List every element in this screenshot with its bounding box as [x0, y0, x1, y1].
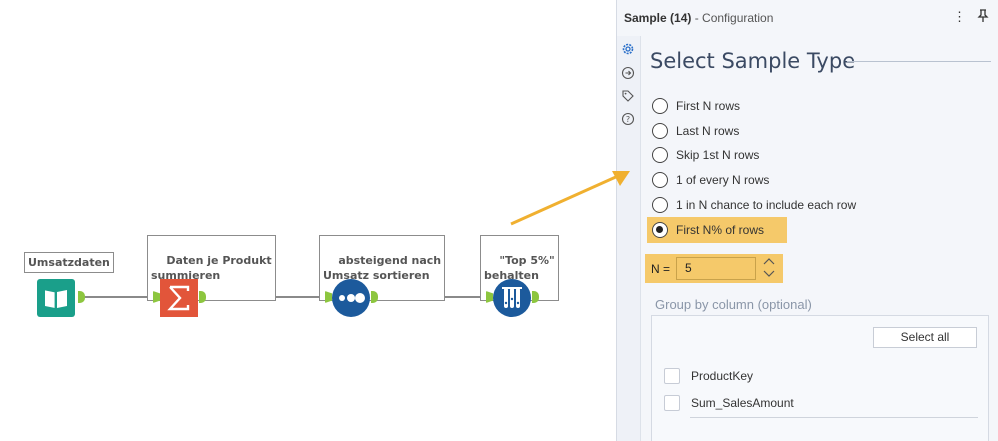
option-first-n-rows[interactable]: First N rows — [652, 95, 740, 117]
group-by-title: Group by column (optional) — [655, 297, 812, 312]
panel-side-toolbar: ? — [617, 36, 641, 441]
input-data-book-icon — [37, 279, 75, 317]
panel-body: Select Sample Type First N rows Last N r… — [641, 36, 998, 441]
sort-dots-icon — [332, 279, 370, 317]
section-divider — [847, 61, 991, 62]
connection-line — [85, 296, 153, 298]
help-icon[interactable]: ? — [621, 112, 635, 126]
tool-annotation-text: "Top 5%" behalten — [484, 254, 555, 282]
option-skip-first-n-rows[interactable]: Skip 1st N rows — [652, 144, 759, 166]
tool-name: Sample (14) — [624, 11, 692, 25]
radio-button[interactable] — [652, 197, 668, 213]
input-anchor[interactable] — [153, 291, 160, 303]
option-label: 1 of every N rows — [676, 173, 770, 187]
tool-annotation-text: Umsatzdaten — [28, 256, 110, 269]
workflow-canvas[interactable]: Umsatzdaten Daten je Produkt summieren a… — [0, 0, 616, 441]
output-anchor[interactable] — [199, 291, 206, 303]
output-anchor[interactable] — [371, 291, 378, 303]
option-last-n-rows[interactable]: Last N rows — [652, 120, 739, 142]
option-label: First N% of rows — [676, 223, 765, 237]
input-anchor[interactable] — [486, 291, 493, 303]
radio-button[interactable] — [652, 147, 668, 163]
radio-button[interactable] — [652, 98, 668, 114]
tool-annotation-text: absteigend nach Umsatz sortieren — [323, 254, 442, 282]
tag-icon[interactable] — [621, 89, 635, 103]
option-first-n-percent[interactable]: First N% of rows — [652, 219, 764, 241]
column-label: Sum_SalesAmount — [691, 396, 794, 410]
n-label: N = — [651, 262, 671, 276]
radio-button[interactable] — [652, 123, 668, 139]
tool-annotation-summarize: Daten je Produkt summieren — [147, 235, 276, 301]
chevron-down-icon[interactable] — [758, 269, 780, 281]
group-by-box: Select all ProductKey Sum_SalesAmount — [651, 315, 989, 441]
selected-option-highlight — [647, 217, 787, 243]
panel-subtitle: - Configuration — [691, 11, 774, 25]
tool-annotation-text: Daten je Produkt summieren — [151, 254, 272, 282]
checkbox[interactable] — [664, 368, 680, 384]
radio-button-selected[interactable] — [652, 222, 668, 238]
input-anchor[interactable] — [325, 291, 332, 303]
column-row-productkey[interactable]: ProductKey — [664, 366, 753, 386]
sort-tool[interactable] — [332, 279, 370, 317]
summarize-tool[interactable] — [160, 279, 198, 317]
sample-tool[interactable] — [493, 279, 531, 317]
column-divider — [690, 417, 978, 418]
input-data-tool[interactable] — [37, 279, 75, 317]
section-title: Select Sample Type — [650, 49, 856, 73]
svg-text:?: ? — [626, 115, 630, 124]
column-row-sum-salesamount[interactable]: Sum_SalesAmount — [664, 393, 794, 413]
layout-arrows-icon[interactable] — [621, 66, 635, 80]
chevron-up-icon[interactable] — [758, 256, 780, 268]
option-one-of-every-n-rows[interactable]: 1 of every N rows — [652, 169, 769, 191]
option-label: Last N rows — [676, 124, 740, 138]
option-label: Skip 1st N rows — [676, 148, 760, 162]
summarize-sigma-icon — [160, 279, 198, 317]
panel-header: Sample (14) - Configuration ⋮ — [617, 0, 998, 36]
select-all-button[interactable]: Select all — [873, 327, 977, 348]
pin-icon[interactable] — [977, 9, 989, 26]
n-value-input[interactable]: 5 — [676, 257, 756, 280]
option-random-chance[interactable]: 1 in N chance to include each row — [652, 194, 856, 216]
option-label: First N rows — [676, 99, 740, 113]
panel-title: Sample (14) - Configuration — [624, 11, 773, 25]
radio-button[interactable] — [652, 172, 668, 188]
configuration-panel: Sample (14) - Configuration ⋮ ? Select S… — [616, 0, 998, 441]
output-anchor[interactable] — [532, 291, 539, 303]
n-spinner — [758, 256, 780, 281]
more-options-icon[interactable]: ⋮ — [953, 9, 966, 24]
sample-tubes-icon — [493, 279, 531, 317]
n-value-row: N = 5 — [645, 254, 783, 283]
output-anchor[interactable] — [78, 291, 85, 303]
option-label: 1 in N chance to include each row — [676, 198, 857, 212]
tool-annotation-umsatzdaten: Umsatzdaten — [24, 252, 114, 273]
configuration-gear-icon[interactable] — [621, 42, 635, 56]
column-label: ProductKey — [691, 369, 754, 383]
checkbox[interactable] — [664, 395, 680, 411]
